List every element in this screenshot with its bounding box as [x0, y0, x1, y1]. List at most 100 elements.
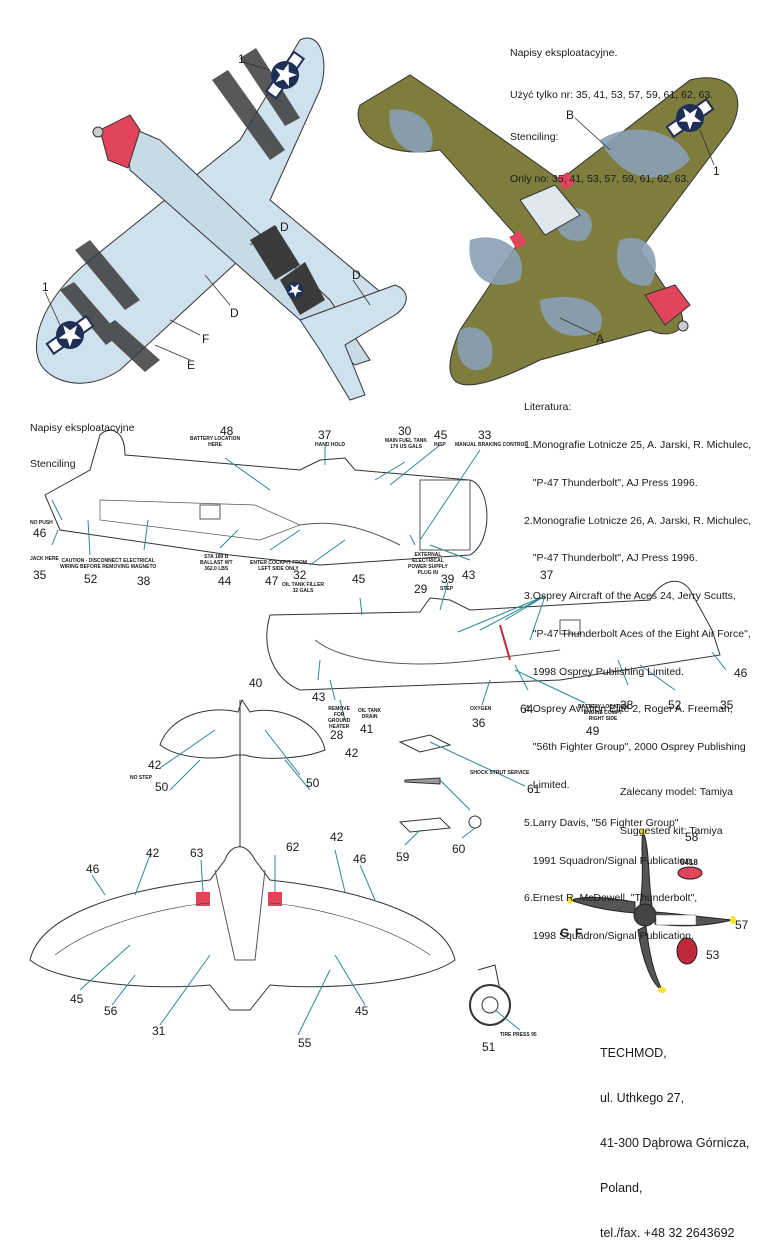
callout-38: 38	[137, 574, 151, 588]
suggested-kit: Zalecany model: Tamiya Suggested kit: Ta…	[620, 760, 733, 851]
underside-view	[35, 37, 407, 401]
callout-32: 32	[293, 568, 307, 582]
suggested-kit-pl: Zalecany model: Tamiya	[620, 786, 734, 798]
callout-49: 49	[586, 724, 600, 738]
callout-37: 37	[318, 428, 332, 442]
stencil-oxygen: OXYGEN	[470, 706, 492, 712]
callout-60: 60	[452, 842, 466, 856]
side-profile-right	[266, 580, 727, 721]
stencil-caution-magneto: CAUTION - DISCONNECT ELECTRICAL WIRING B…	[60, 558, 157, 570]
callout-45: 45	[352, 572, 366, 586]
stencil-tire-press: TIRE PRESS 95	[500, 1032, 537, 1038]
main-wheel	[469, 964, 521, 1031]
callout-46: 46	[734, 666, 748, 680]
literature-item: 3.Osprey Aircraft of the Aces 24, Jerry …	[524, 590, 736, 603]
callout-D: D	[352, 268, 361, 282]
callout-A: A	[596, 332, 605, 346]
stencil-note-top-line3: Stenciling:	[510, 131, 559, 143]
literature-heading: Literatura:	[524, 401, 572, 414]
callout-D: D	[230, 306, 239, 320]
stencil-step: STEP	[440, 586, 454, 592]
stencil-shock-strut: SHOCK STRUT SERVICE	[470, 770, 530, 776]
address-line3: 41-300 Dąbrowa Górnicza,	[600, 1136, 750, 1150]
stencil-jack-here: JACK HERE	[30, 556, 59, 562]
callout-51: 51	[482, 1040, 496, 1054]
callout-52: 52	[84, 572, 98, 586]
literature-item: "P-47 Thunderbolt Aces of the Eight Air …	[524, 627, 751, 640]
stencil-battery-engine: BATTERY LOCATION ENGINE COMPT RIGHT SIDE	[578, 704, 629, 722]
stencil-note-top-line2: Użyć tylko nr: 35, 41, 53, 57, 59, 61, 6…	[510, 89, 714, 101]
callout-45: 45	[434, 428, 448, 442]
callout-47: 47	[265, 574, 279, 588]
stencil-ground-heater: REMOVE FOR GROUND HEATER	[328, 706, 351, 730]
callout-58: 58	[685, 830, 699, 844]
decal-sheet-graphics	[29, 37, 739, 1036]
literature-item: "56th Fighter Group", 2000 Osprey Publis…	[524, 741, 746, 754]
literature-list: Literatura: 1.Monografie Lotnicze 25, A.…	[524, 376, 751, 955]
callout-E: E	[187, 358, 196, 372]
callout-1: 1	[42, 280, 49, 294]
callout-35: 35	[720, 698, 734, 712]
address-line4: Poland,	[600, 1181, 643, 1195]
stencil-insp: INSP	[434, 442, 446, 448]
callout-43: 43	[312, 690, 326, 704]
literature-item: 4.Osprey Aviation Elite 2, Roger A. Free…	[524, 703, 733, 716]
literature-item: 1991 Squadron/Signal Publication.	[524, 854, 694, 867]
stencil-note-left: Napisy eksploatacyjne Stenciling	[30, 398, 134, 482]
stencil-note-top-line4: Only no: 35, 41, 53, 57, 59, 61, 62, 63.	[510, 173, 690, 185]
propeller	[567, 829, 736, 993]
literature-item: 1.Monografie Lotnicze 25, A. Jarski, R. …	[524, 438, 752, 451]
callout-59: 59	[396, 850, 410, 864]
callout-42: 42	[345, 746, 359, 760]
literature-item: Limited.	[524, 779, 570, 791]
callout-46: 46	[86, 862, 100, 876]
stencil-note-top: Napisy eksploatacyjne. Użyć tylko nr: 35…	[510, 18, 713, 200]
callout-57: 57	[735, 918, 749, 932]
callout-1: 1	[713, 164, 720, 178]
callout-50: 50	[155, 780, 169, 794]
callout-62: 62	[286, 840, 300, 854]
callout-35: 35	[33, 568, 47, 582]
callout-42: 42	[148, 758, 162, 772]
stencil-parts	[398, 734, 526, 846]
plan-view	[29, 698, 456, 1036]
callout-63: 63	[190, 846, 204, 860]
callout-36: 36	[472, 716, 486, 730]
stencil-oil-tank-filler: OIL TANK FILLER 32 GALS	[282, 582, 325, 594]
suggested-kit-en: Suggested kit: Tamiya	[620, 825, 723, 837]
literature-item: "P-47 Thunderbolt", AJ Press 1996.	[524, 552, 698, 565]
address-line1: TECHMOD,	[600, 1046, 667, 1060]
callout-53: 53	[706, 948, 720, 962]
side-profile-left	[44, 429, 488, 566]
callout-40: 40	[249, 676, 263, 690]
callout-61: 61	[527, 782, 541, 796]
callout-46: 46	[33, 526, 47, 540]
address-line5: tel./fax. +48 32 2643692	[600, 1226, 735, 1240]
literature-item: 6.Ernest R. McDowell, "Thunderbolt",	[524, 892, 698, 905]
callout-42: 42	[330, 830, 344, 844]
literature-item: 1998 Squadron/Signal Publication.	[524, 930, 694, 943]
callout-1: 1	[238, 52, 245, 66]
callout-D: D	[280, 220, 289, 234]
callout-45: 45	[70, 992, 84, 1006]
callout-41: 41	[360, 722, 374, 736]
callout-52: 52	[668, 698, 682, 712]
stencil-note-top-line1: Napisy eksploatacyjne.	[510, 47, 618, 59]
callout-45: 45	[355, 1004, 369, 1018]
callout-31: 31	[152, 1024, 166, 1038]
stencil-battery-location: BATTERY LOCATION HERE	[190, 436, 241, 448]
stencil-main-fuel-tank: MAIN FUEL TANK 170 US GALS	[385, 438, 428, 450]
callout-38: 38	[620, 698, 634, 712]
callout-55: 55	[298, 1036, 312, 1050]
stencil-no-step: NO STEP	[130, 775, 152, 781]
callout-G: G	[560, 926, 570, 940]
stencil-serial: 6418	[680, 858, 698, 867]
callout-56: 56	[104, 1004, 118, 1018]
callout-37: 37	[540, 568, 554, 582]
literature-item: 5.Larry Davis, "56 Fighter Group"	[524, 816, 679, 829]
callout-48: 48	[220, 424, 234, 438]
literature-item: 1998 Osprey Publishing Limited.	[524, 665, 684, 678]
stencil-enter-cockpit: ENTER COCKPIT FROM LEFT SIDE ONLY	[250, 560, 307, 572]
callout-F: F	[202, 332, 210, 346]
callout-43: 43	[462, 568, 476, 582]
